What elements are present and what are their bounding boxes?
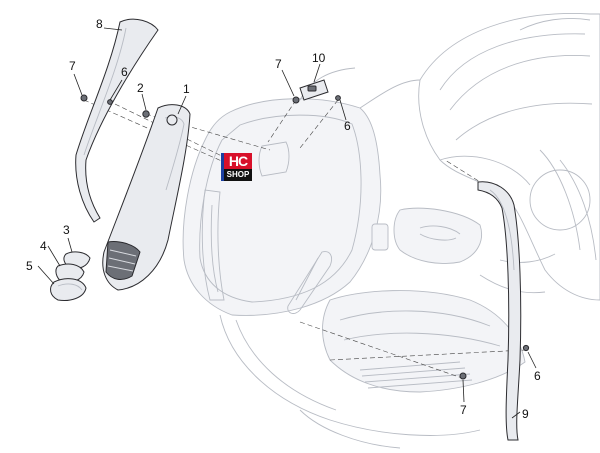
shop-logo-watermark: HC SHOP xyxy=(221,153,252,181)
logo-top-text: HC xyxy=(224,153,252,169)
rear-body xyxy=(418,13,600,301)
callout-3: 3 xyxy=(63,223,70,237)
callout-5: 5 xyxy=(26,259,33,273)
nut-7-bottom xyxy=(459,372,467,380)
callout-10: 10 xyxy=(312,51,326,65)
part-8-left-trim xyxy=(75,18,159,223)
callout-labels: 8 7 6 2 1 3 4 5 7 10 6 7 6 9 xyxy=(26,17,541,421)
screw-6-bottom xyxy=(522,344,530,352)
horn-cover-slot xyxy=(258,141,290,177)
front-shield xyxy=(182,98,382,316)
part-9-right-trim xyxy=(477,181,522,441)
callout-6-left: 6 xyxy=(121,65,128,79)
callout-9: 9 xyxy=(522,407,529,421)
part-5-badge xyxy=(50,278,87,301)
part-1-horn-cover xyxy=(102,104,191,291)
leader-lines xyxy=(37,27,537,419)
callout-7-left: 7 xyxy=(69,59,76,73)
explosion-lines xyxy=(83,99,526,379)
callout-7-bottom: 7 xyxy=(460,403,467,417)
callout-2: 2 xyxy=(137,81,144,95)
part-10-bracket xyxy=(299,79,329,101)
nut-7-left xyxy=(80,94,88,102)
callout-8: 8 xyxy=(96,17,103,31)
footboard xyxy=(322,290,526,393)
logo-stripe xyxy=(221,153,224,181)
footboard-strips xyxy=(359,361,473,389)
shield-grille xyxy=(287,251,333,314)
callout-4: 4 xyxy=(40,239,47,253)
callout-6-top: 6 xyxy=(344,119,351,133)
callout-1: 1 xyxy=(183,82,190,96)
callout-7-top: 7 xyxy=(275,57,282,71)
logo-bottom-text: SHOP xyxy=(224,169,252,181)
callout-6-bottom: 6 xyxy=(534,369,541,383)
fasteners xyxy=(80,94,530,380)
glovebox xyxy=(393,207,482,264)
scooter-body-outline xyxy=(182,13,600,449)
nut-7-top xyxy=(292,96,300,104)
screw-2 xyxy=(142,110,150,118)
screw-6-top xyxy=(335,95,341,101)
screw-6-left xyxy=(107,99,113,105)
